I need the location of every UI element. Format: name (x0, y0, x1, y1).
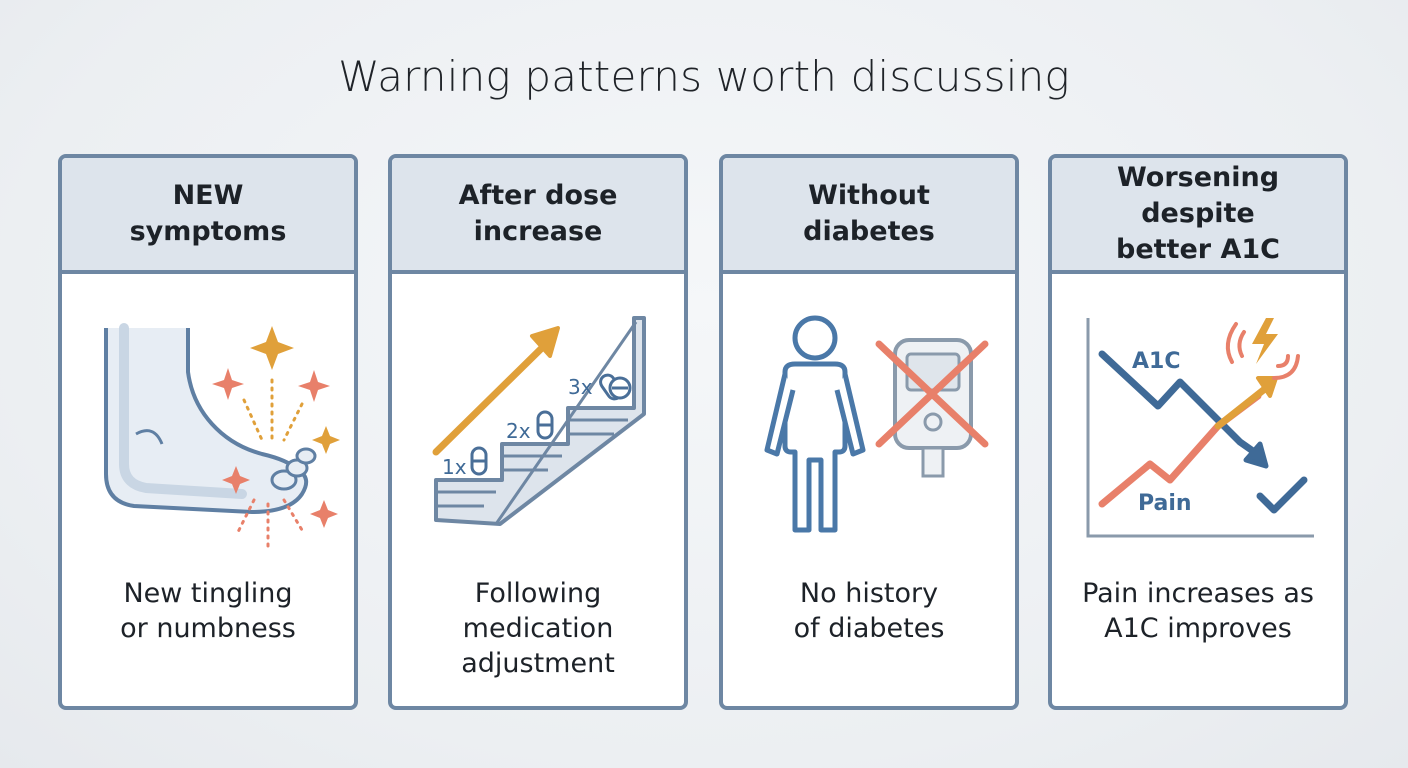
card-worsening-despite-better-a1c: Worsening despite better A1C A1C Pain Pa… (1048, 154, 1348, 710)
card-heading-text: Worsening despite better A1C (1116, 162, 1280, 265)
page-title: Warning patterns worth discussing (338, 52, 1070, 101)
a1c-pain-chart-icon: A1C Pain (1086, 318, 1314, 538)
pain-label: Pain (1138, 491, 1192, 516)
card-after-dose-increase: After dose increase 1x 2x 3x Following m… (388, 154, 688, 710)
card-heading-text: After dose increase (458, 180, 618, 247)
a1c-label: A1C (1132, 349, 1180, 374)
card-without-diabetes: Without diabetes No history of diabetes (719, 154, 1019, 710)
card-heading: NEW symptoms (62, 158, 354, 274)
card-new-symptoms: NEW symptoms New tingling or numbness (58, 154, 358, 710)
card-heading-text: Without diabetes (803, 180, 935, 247)
card-heading: Worsening despite better A1C (1052, 158, 1344, 274)
card-heading: Without diabetes (723, 158, 1015, 274)
card-description: Following medication adjustment (461, 578, 615, 679)
card-description: No history of diabetes (793, 578, 945, 644)
dose-stairs-icon: 1x 2x 3x (432, 316, 646, 526)
step-label-1x: 1x (442, 455, 467, 479)
card-description: Pain increases as A1C improves (1082, 578, 1314, 644)
card-heading-text: NEW symptoms (129, 180, 287, 247)
step-label-3x: 3x (568, 375, 593, 399)
card-heading: After dose increase (392, 158, 684, 274)
step-label-2x: 2x (506, 419, 531, 443)
foot-tingling-icon (104, 323, 340, 548)
person-no-glucometer-icon (764, 315, 989, 533)
card-description: New tingling or numbness (120, 578, 296, 644)
